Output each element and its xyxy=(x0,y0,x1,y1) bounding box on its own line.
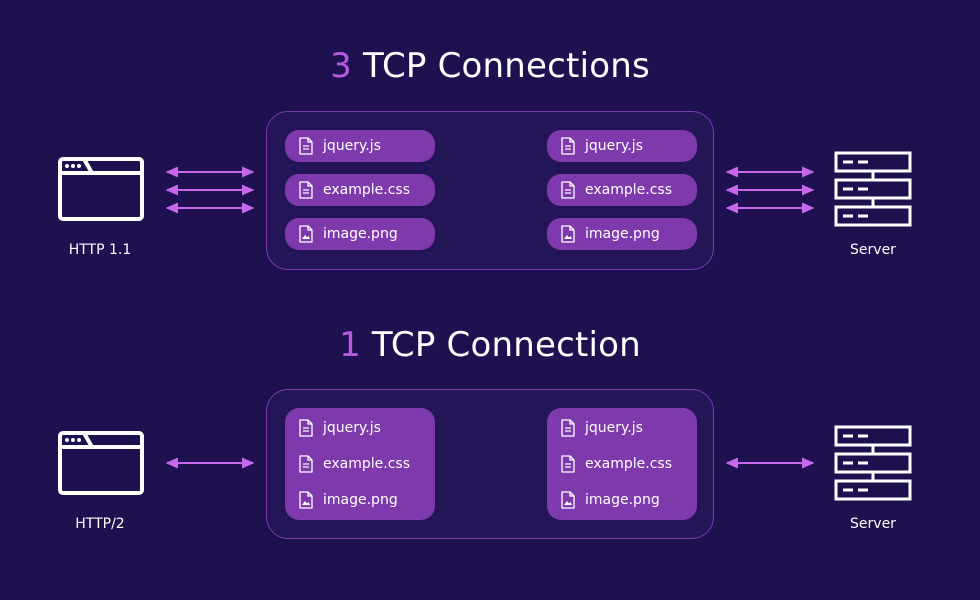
bottom-client-label: HTTP/2 xyxy=(75,516,125,532)
file-name: jquery.js xyxy=(323,420,381,436)
top-server-file-css: example.css xyxy=(547,174,697,206)
file-icon xyxy=(561,455,575,473)
top-title: 3 TCP Connections xyxy=(0,46,980,86)
file-icon xyxy=(299,455,313,473)
image-file-icon xyxy=(299,491,313,509)
file-icon xyxy=(299,419,313,437)
bottom-connection-panel: jquery.js example.css image.png jquery.j… xyxy=(266,389,714,539)
top-connection-panel: jquery.js example.css image.png jquery.j… xyxy=(266,111,714,270)
bottom-client-file-jquery: jquery.js xyxy=(285,416,435,440)
bottom-server-label: Server xyxy=(850,516,896,532)
top-title-number: 3 xyxy=(330,46,352,86)
top-server-file-jquery: jquery.js xyxy=(547,130,697,162)
file-name: image.png xyxy=(323,492,398,508)
bottom-server-file-image: image.png xyxy=(547,488,697,512)
bottom-client-file-group: jquery.js example.css image.png xyxy=(285,408,435,520)
top-title-text: TCP Connections xyxy=(362,46,650,86)
image-file-icon xyxy=(561,491,575,509)
file-name: image.png xyxy=(323,226,398,242)
file-name: example.css xyxy=(323,182,410,198)
top-client-file-jquery: jquery.js xyxy=(285,130,435,162)
bottom-title-number: 1 xyxy=(339,325,361,365)
top-client-label: HTTP 1.1 xyxy=(68,242,132,258)
top-server-label: Server xyxy=(850,242,896,258)
file-name: image.png xyxy=(585,226,660,242)
file-name: example.css xyxy=(585,182,672,198)
file-name: jquery.js xyxy=(585,138,643,154)
top-server-file-image: image.png xyxy=(547,218,697,250)
file-name: example.css xyxy=(323,456,410,472)
file-name: jquery.js xyxy=(323,138,381,154)
bottom-server-file-css: example.css xyxy=(547,452,697,476)
bottom-server-file-jquery: jquery.js xyxy=(547,416,697,440)
bottom-title-text: TCP Connection xyxy=(371,325,641,365)
bottom-server-file-group: jquery.js example.css image.png xyxy=(547,408,697,520)
file-name: image.png xyxy=(585,492,660,508)
top-client-file-css: example.css xyxy=(285,174,435,206)
bottom-client-file-image: image.png xyxy=(285,488,435,512)
top-client-file-image: image.png xyxy=(285,218,435,250)
file-name: example.css xyxy=(585,456,672,472)
bottom-client-file-css: example.css xyxy=(285,452,435,476)
bottom-title: 1 TCP Connection xyxy=(0,325,980,365)
file-name: jquery.js xyxy=(585,420,643,436)
file-icon xyxy=(561,419,575,437)
